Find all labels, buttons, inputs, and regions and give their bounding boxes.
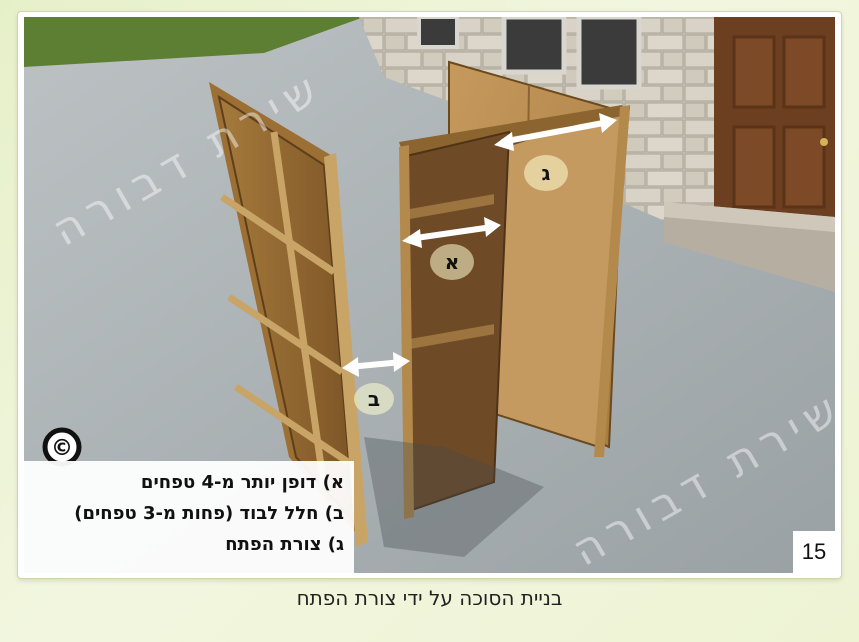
- arrow-g: [501, 119, 610, 145]
- label-g-marker: ג: [524, 155, 568, 191]
- legend-item-g: ג) צורת הפתח: [225, 534, 344, 555]
- sukkah-illustration: ג א ב שירת דבורה שירת דבורה © א) דופן יו…: [24, 17, 835, 573]
- label-a: א: [445, 250, 460, 274]
- page-number: 15: [801, 539, 827, 564]
- figure-caption: בניית הסוכה על ידי צורת הפתח: [296, 586, 563, 610]
- copyright-icon: ©: [42, 427, 82, 467]
- legend-box: א) דופן יותר מ-4 טפחים ב) חלל לבוד (פחות…: [24, 461, 354, 573]
- label-b: ב: [368, 387, 380, 411]
- figure-frame: ג א ב שירת דבורה שירת דבורה © א) דופן יו…: [18, 12, 841, 578]
- label-g: ג: [542, 161, 551, 185]
- scene-svg: ג א ב שירת דבורה שירת דבורה ©: [24, 17, 835, 573]
- legend-item-b: ב) חלל לבוד (פחות מ-3 טפחים): [74, 503, 344, 524]
- label-a-marker: א: [430, 244, 474, 280]
- svg-text:©: ©: [51, 436, 73, 461]
- page-number-box: 15: [793, 531, 835, 573]
- arrow-a: [408, 224, 493, 242]
- label-b-marker: ב: [354, 383, 394, 415]
- legend-item-a: א) דופן יותר מ-4 טפחים: [140, 472, 344, 493]
